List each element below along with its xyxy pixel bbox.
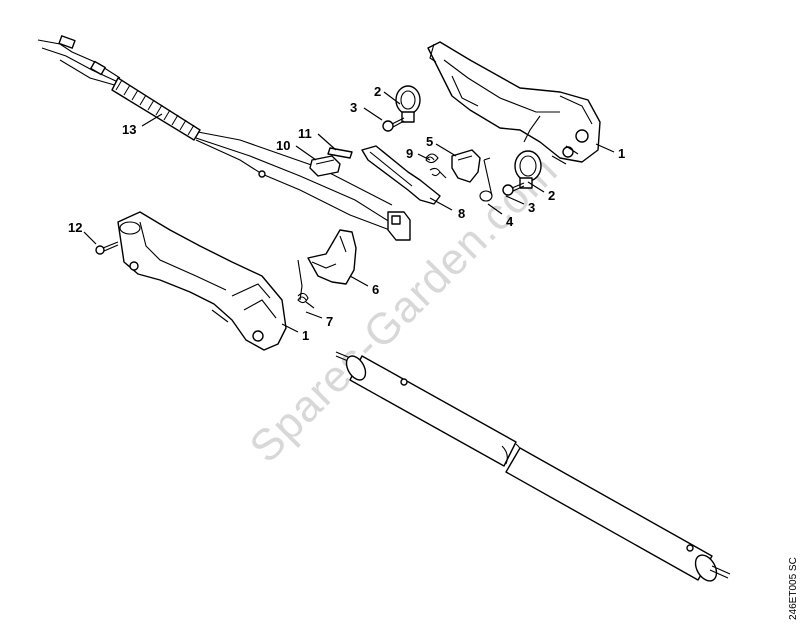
interlock-lever	[451, 149, 481, 183]
callout-11: 11	[298, 126, 312, 141]
callout-5: 5	[426, 134, 433, 149]
torsion-spring	[425, 153, 447, 179]
callout-7: 7	[326, 314, 333, 329]
throttle-trigger	[361, 145, 441, 205]
handle-housing-upper	[427, 41, 601, 165]
screw-lower	[502, 182, 525, 196]
callout-2-upper: 2	[374, 84, 381, 99]
callout-1-lower: 1	[302, 328, 309, 343]
callout-9: 9	[406, 146, 413, 161]
leader-lines	[83, 91, 615, 333]
callout-13: 13	[122, 122, 136, 137]
callout-6: 6	[372, 282, 379, 297]
screw-upper	[382, 117, 405, 132]
callout-3-upper: 3	[350, 100, 357, 115]
throttle-lever	[307, 229, 357, 285]
screw-left	[95, 241, 119, 255]
callout-labels: 13 3 2 11 10 5 9 8 4 3 2 1 12 6 7 1	[68, 84, 625, 343]
trigger-spring	[297, 259, 315, 309]
clamp-upper	[395, 85, 421, 123]
pin-spring	[479, 157, 493, 202]
callout-3-lower: 3	[528, 200, 535, 215]
callout-12: 12	[68, 220, 82, 235]
callout-10: 10	[276, 138, 290, 153]
callout-4: 4	[506, 214, 514, 229]
drive-tube	[335, 351, 731, 582]
watermark-text: Spares-Garden.com	[240, 145, 567, 472]
clamp-lower	[514, 150, 542, 189]
short-circuit-contact	[309, 155, 341, 177]
handle-housing-lower	[117, 211, 287, 351]
callout-2-lower: 2	[548, 188, 555, 203]
drawing-code: 246ET005 SC	[788, 557, 799, 620]
contact-plate	[327, 147, 353, 159]
callout-8: 8	[458, 206, 465, 221]
throttle-cable-harness	[37, 35, 411, 241]
callout-1-upper: 1	[618, 146, 625, 161]
